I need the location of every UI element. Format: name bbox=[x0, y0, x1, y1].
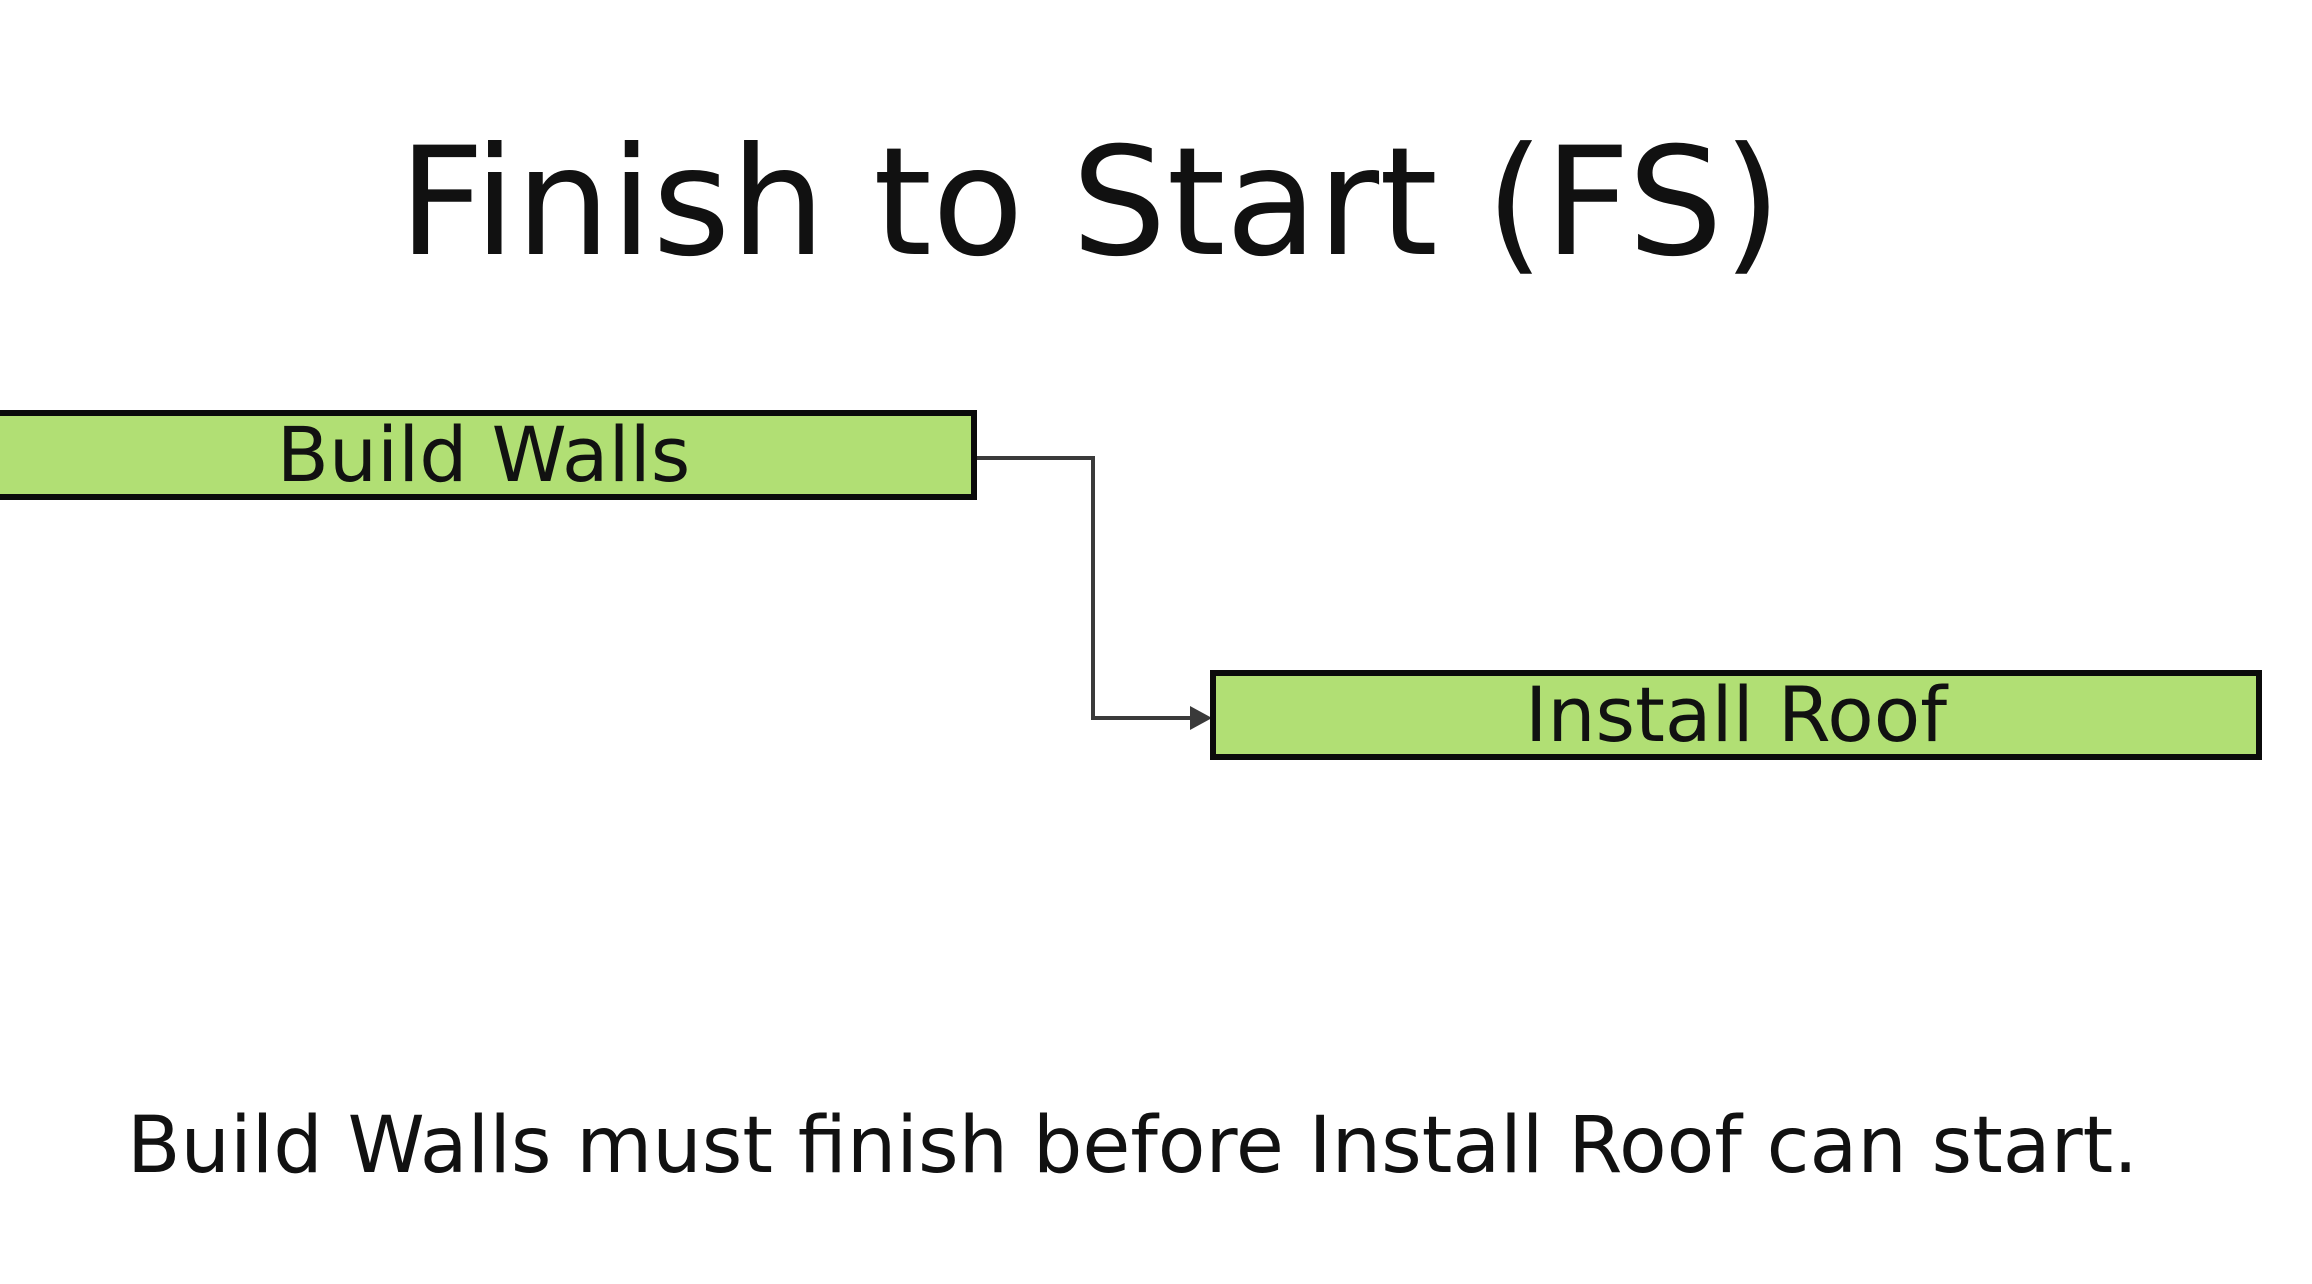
task-bar-build-walls: Build Walls bbox=[0, 410, 977, 500]
slide-title: Finish to Start (FS) bbox=[398, 116, 1782, 290]
connector-arrowhead bbox=[1190, 706, 1212, 730]
caption-text: Build Walls must finish before Install R… bbox=[127, 1101, 2139, 1191]
connector-line bbox=[977, 456, 1194, 720]
task-bar-label-build-walls: Build Walls bbox=[276, 410, 691, 499]
task-bar-install-roof: Install Roof bbox=[1210, 670, 2262, 760]
task-bar-label-install-roof: Install Roof bbox=[1524, 670, 1948, 759]
